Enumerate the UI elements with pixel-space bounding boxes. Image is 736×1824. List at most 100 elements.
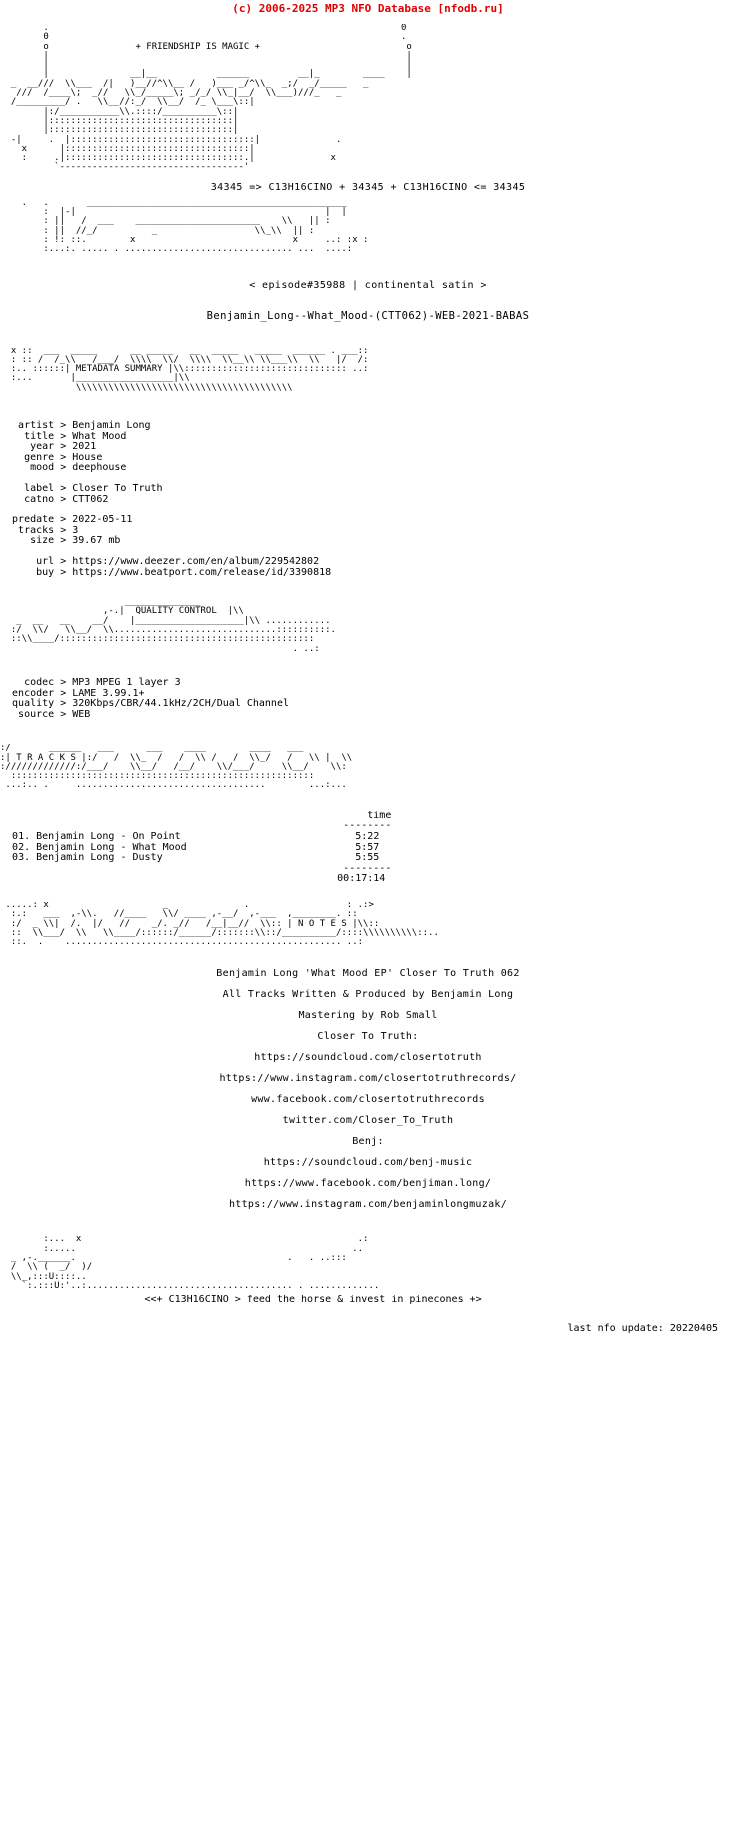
track-time: 5:22 xyxy=(355,830,380,842)
quality-group: codec > MP3 MPEG 1 layer 3 encoder > LAM… xyxy=(0,676,736,720)
greet-text: <<+ C13H16CINO > feed the horse & invest… xyxy=(144,1295,482,1306)
tracks-banner: :/ ______ ___ ___ ____ ____ ___ :| T R A… xyxy=(0,744,736,790)
field-size-value: 39.67 mb xyxy=(72,535,121,547)
field-year-value: 2021 xyxy=(72,441,97,453)
notes-line: Benjamin Long 'What Mood EP' Closer To T… xyxy=(216,968,520,980)
track-artist: Benjamin Long xyxy=(36,852,115,864)
group-signature-text: 34345 => C13H16CINO + 34345 + C13H16CINO… xyxy=(210,181,526,193)
track-artist: Benjamin Long xyxy=(36,841,115,853)
tracklist-total-time: 00:17:14 xyxy=(337,873,386,885)
metadata-group-links: url > https://www.deezer.com/en/album/22… xyxy=(0,555,736,578)
copyright-text: (c) 2006-2025 MP3 NFO Database [nfodb.ru… xyxy=(232,2,504,15)
ascii-metadata-banner: x :: ___ _____ __ _____ __ _____ _____ _… xyxy=(10,346,369,393)
field-encoder: encoder > LAME 3.99.1+ xyxy=(0,687,145,699)
table-row: 03. Benjamin Long - Dusty 5:55 xyxy=(12,852,380,864)
link-soundcloud-benj-music[interactable]: https://soundcloud.com/benj-music xyxy=(263,1157,473,1169)
field-catno: catno > CTT062 xyxy=(0,493,109,505)
field-buy: buy > https://www.beatport.com/release/i… xyxy=(0,566,332,578)
metadata-summary-banner: x :: ___ _____ __ _____ __ _____ _____ _… xyxy=(0,347,736,393)
track-title: On Point xyxy=(132,830,181,842)
link-twitter-closer-to-truth[interactable]: twitter.com/Closer_To_Truth xyxy=(282,1115,454,1127)
track-time: 5:55 xyxy=(355,852,380,864)
field-trackcount-value: 3 xyxy=(72,524,79,536)
link-facebook-benjiman-long[interactable]: https://www.facebook.com/benjiman.long/ xyxy=(244,1178,492,1190)
nfodb-copyright-banner: (c) 2006-2025 MP3 NFO Database [nfodb.ru… xyxy=(0,0,736,16)
track-title: What Mood xyxy=(132,841,187,853)
release-dirname-text: Benjamin_Long--What_Mood-(CTT062)-WEB-20… xyxy=(206,309,530,322)
field-year: year > 2021 xyxy=(0,441,97,453)
notes-label-benj: Benj: xyxy=(352,1136,384,1148)
field-genre: genre > House xyxy=(0,451,103,463)
field-mood: mood > deephouse xyxy=(0,462,127,474)
greet-line: <<+ C13H16CINO > feed the horse & invest… xyxy=(0,1295,736,1306)
field-title: title > What Mood xyxy=(0,430,127,442)
ascii-notes-banner: .....: x _ . : .:> :.: ___ ,-\\. //____ … xyxy=(5,900,439,948)
ascii-bottom-art: :... x .: :..... .. _ ,-.______. . . ..:… xyxy=(10,1235,380,1291)
field-predate: predate > 2022-05-11 xyxy=(0,514,133,526)
bottom-ascii-art: :... x .: :..... .. _ ,-.______. . . ..:… xyxy=(0,1235,736,1291)
ascii-header-art-lower: . . ____________________________________… xyxy=(0,199,736,255)
ascii-banner-top: . 0 0 . o + FRIENDSHIP IS MAGIC + xyxy=(10,24,412,173)
link-facebook-closertotruthrecords[interactable]: www.facebook.com/closertotruthrecords xyxy=(251,1094,485,1106)
release-dirname: Benjamin_Long--What_Mood-(CTT062)-WEB-20… xyxy=(0,309,736,323)
field-quality: quality > 320Kbps/CBR/44.1kHz/2CH/Dual C… xyxy=(0,698,289,710)
field-artist-value: Benjamin Long xyxy=(72,420,151,432)
track-artist: Benjamin Long xyxy=(36,830,115,842)
greet-line-wrap: <<+ C13H16CINO > feed the horse & invest… xyxy=(0,1295,736,1306)
track-title: Dusty xyxy=(132,852,163,864)
field-label: label > Closer To Truth xyxy=(0,482,163,494)
field-mood-value: deephouse xyxy=(72,462,127,474)
metadata-group-label: label > Closer To Truth catno > CTT062 xyxy=(0,482,736,505)
metadata-fields: artist > Benjamin Long title > What Mood… xyxy=(0,420,736,578)
episode-line: < episode#35988 | continental satin > xyxy=(0,279,736,293)
field-genre-value: House xyxy=(72,451,103,463)
field-catno-value: CTT062 xyxy=(72,493,109,505)
table-row: 01. Benjamin Long - On Point 5:22 xyxy=(12,830,380,842)
tracklist-rows: 01. Benjamin Long - On Point 5:22 02. Be… xyxy=(0,830,736,864)
tracklist-rule-bottom: -------- xyxy=(343,862,392,874)
last-update-line: last nfo update: 20220405 xyxy=(0,1322,736,1336)
tracklist-rule-top: -------- xyxy=(343,820,392,832)
quality-control-banner: ______________ ,-.| QUALITY CONTROL |\\ … xyxy=(0,598,736,654)
notes-label-closer-to-truth: Closer To Truth: xyxy=(317,1031,419,1043)
metadata-group-core: artist > Benjamin Long title > What Mood… xyxy=(0,420,736,474)
link-soundcloud-closertotruth[interactable]: https://soundcloud.com/closertotruth xyxy=(254,1052,482,1064)
last-update-text: last nfo update: 20220405 xyxy=(567,1322,718,1334)
field-title-value: What Mood xyxy=(72,430,127,442)
tracklist-time-header: time xyxy=(367,810,392,821)
field-source-value: WEB xyxy=(72,708,91,720)
ascii-header-art: . 0 0 . o + FRIENDSHIP IS MAGIC + xyxy=(0,24,736,173)
field-encoder-value: LAME 3.99.1+ xyxy=(72,687,145,699)
field-source: source > WEB xyxy=(0,708,91,720)
table-row: 02. Benjamin Long - What Mood 5:57 xyxy=(12,841,380,853)
field-codec: codec > MP3 MPEG 1 layer 3 xyxy=(0,676,181,688)
field-buy-value[interactable]: https://www.beatport.com/release/id/3390… xyxy=(72,566,332,578)
track-time: 5:57 xyxy=(355,841,380,853)
field-quality-value: 320Kbps/CBR/44.1kHz/2CH/Dual Channel xyxy=(72,698,289,710)
field-label-value: Closer To Truth xyxy=(72,482,163,494)
field-size: size > 39.67 mb xyxy=(0,535,121,547)
track-number: 03. xyxy=(12,852,31,864)
track-number: 02. xyxy=(12,841,31,853)
notes-banner: .....: x _ . : .:> :.: ___ ,-\\. //____ … xyxy=(0,901,736,947)
metadata-group-release: predate > 2022-05-11 tracks > 3 size > 3… xyxy=(0,514,736,547)
notes-line: All Tracks Written & Produced by Benjami… xyxy=(222,989,514,1001)
quality-fields: codec > MP3 MPEG 1 layer 3 encoder > LAM… xyxy=(0,676,736,720)
group-signature-line: 34345 => C13H16CINO + 34345 + C13H16CINO… xyxy=(0,181,736,195)
track-number: 01. xyxy=(12,830,31,842)
tracklist-header: time -------- xyxy=(0,811,736,832)
episode-text: < episode#35988 | continental satin > xyxy=(249,279,487,291)
field-url-value[interactable]: https://www.deezer.com/en/album/22954280… xyxy=(72,555,320,567)
ascii-banner-mid: . . ____________________________________… xyxy=(21,198,369,255)
field-url: url > https://www.deezer.com/en/album/22… xyxy=(0,555,320,567)
field-trackcount: tracks > 3 xyxy=(0,524,79,536)
tracklist-footer: -------- 00:17:14 xyxy=(0,862,736,885)
link-instagram-closertotruthrecords[interactable]: https://www.instagram.com/closertotruthr… xyxy=(219,1073,517,1085)
link-instagram-benjaminlongmuzak[interactable]: https://www.instagram.com/benjaminlongmu… xyxy=(228,1199,508,1211)
field-predate-value: 2022-05-11 xyxy=(72,514,133,526)
notes-body: Benjamin Long 'What Mood EP' Closer To T… xyxy=(0,963,736,1215)
nfo-page: (c) 2006-2025 MP3 NFO Database [nfodb.ru… xyxy=(0,0,736,1336)
notes-line: Mastering by Rob Small xyxy=(298,1010,438,1022)
ascii-quality-banner: ______________ ,-.| QUALITY CONTROL |\\ … xyxy=(10,598,336,654)
field-codec-value: MP3 MPEG 1 layer 3 xyxy=(72,676,181,688)
